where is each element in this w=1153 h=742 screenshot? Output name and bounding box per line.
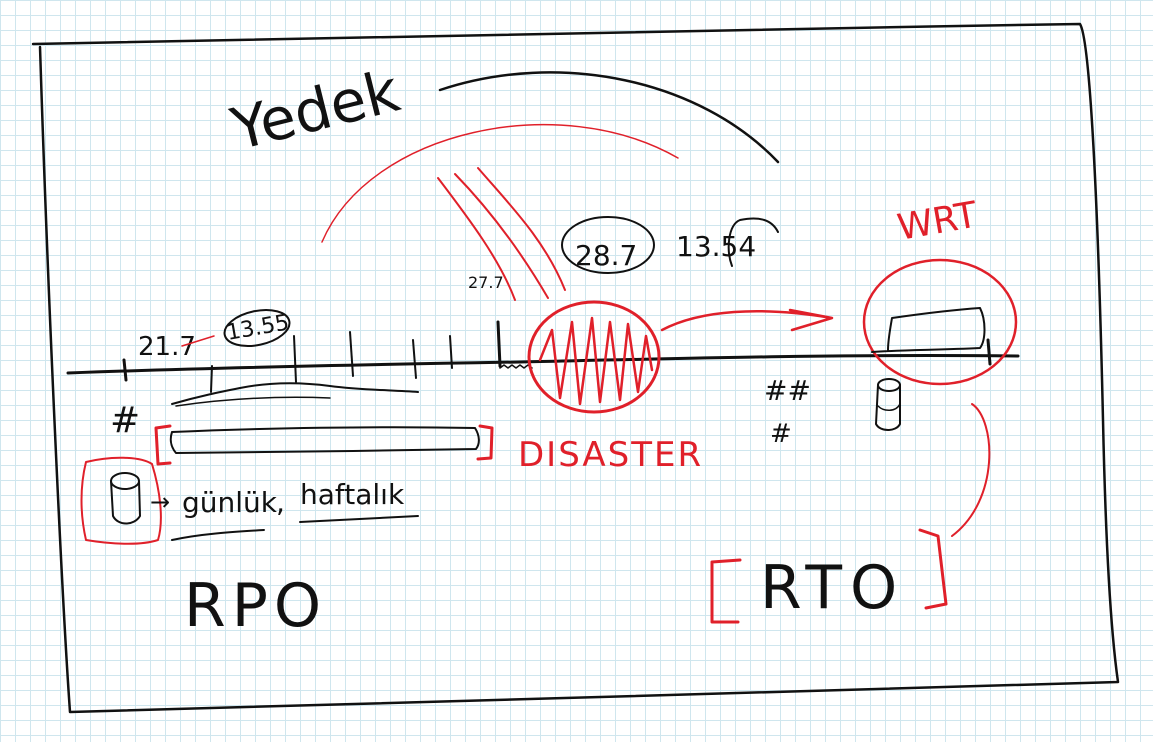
tick-4 [412, 339, 417, 379]
time-recover: 13.54 [676, 230, 756, 263]
rto-label: RTO [760, 553, 905, 623]
database-icon-left [110, 472, 141, 525]
disaster-label: DISASTER [518, 435, 703, 475]
arrow-to-wrt [660, 308, 834, 332]
red-bracket-right [476, 424, 494, 461]
date-start: 21.7 [138, 332, 196, 362]
arrow-daily: → [150, 488, 170, 516]
rpo-label: RPO [184, 571, 327, 641]
wrt-label: WRT [894, 194, 981, 248]
red-line-2 [454, 173, 549, 299]
daily-label: günlük [182, 486, 278, 519]
database-icon-right [875, 378, 901, 431]
tick-1 [210, 365, 213, 393]
wrt-circle [862, 258, 1018, 386]
red-scribble-disaster [538, 316, 654, 406]
rto-bracket-left [710, 558, 742, 624]
comma: , [276, 486, 285, 519]
weekly-label: haftalık [300, 478, 405, 511]
backup-bar [169, 426, 480, 454]
disaster-circle [527, 300, 661, 414]
circle-28-7 [561, 216, 655, 274]
red-line-3 [477, 167, 566, 291]
time-start: 13.55 [225, 310, 291, 346]
red-bracket-left [154, 424, 172, 466]
database-box-left [80, 456, 162, 545]
weekly-underline [299, 515, 419, 523]
red-curve-rto [951, 403, 991, 537]
tick-5 [449, 335, 453, 369]
hash-right-bottom: # [770, 419, 792, 449]
squiggle [499, 364, 533, 369]
wrt-box [871, 307, 986, 353]
hash-left: # [110, 400, 140, 441]
red-line-1 [437, 177, 516, 301]
rto-bracket-right [918, 528, 948, 610]
tick-start [122, 358, 128, 382]
date-disaster: 27.7 [468, 273, 504, 292]
top-arc [438, 71, 780, 164]
tick-2 [293, 335, 297, 383]
wave-under-timeline [171, 382, 419, 405]
circle-13-55 [223, 309, 291, 347]
tick-3 [349, 331, 354, 377]
title-yedek: Yedek [224, 56, 406, 163]
tick-end [986, 338, 992, 366]
bracket-54 [727, 217, 779, 267]
strike-start [181, 335, 215, 347]
daily-underline [171, 529, 265, 541]
timeline [66, 353, 1020, 375]
hash-right-top: ## [764, 374, 811, 407]
red-arc-top [321, 123, 679, 243]
wave-under-timeline-2 [175, 396, 331, 407]
date-recover: 28.7 [575, 239, 637, 272]
tick-disaster [496, 320, 502, 368]
sketch-frame [31, 22, 1120, 714]
